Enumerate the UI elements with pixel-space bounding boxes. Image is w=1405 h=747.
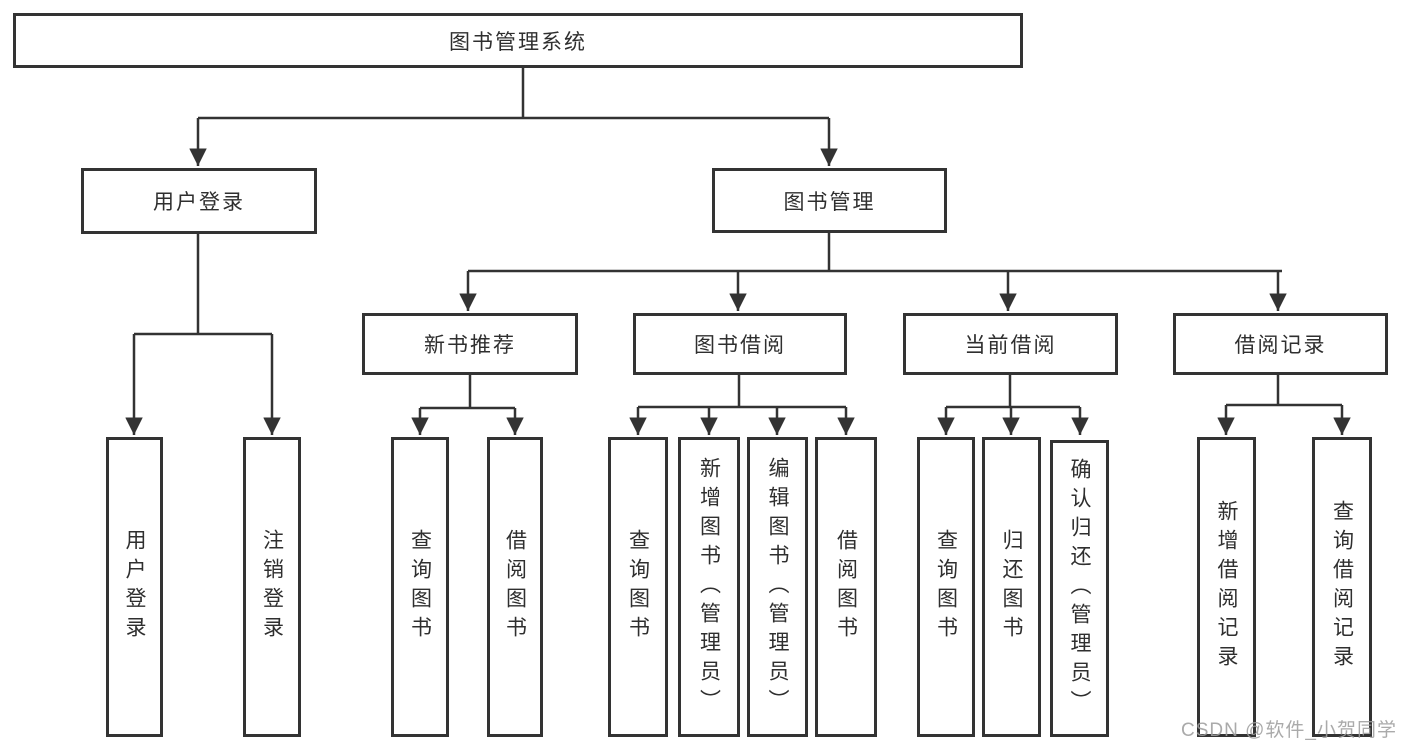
node-confirm-return-admin: 确认归还（管理员） [1050,440,1109,737]
node-logout-leaf: 注销登录 [243,437,301,737]
node-query-books-3: 查询图书 [917,437,975,737]
node-root: 图书管理系统 [13,13,1023,68]
node-query-borrow-record: 查询借阅记录 [1312,437,1372,737]
node-root-label: 图书管理系统 [449,30,587,54]
node-add-borrow-record-label: 新增借阅记录 [1215,500,1238,674]
node-return-books-label: 归还图书 [1000,529,1023,645]
node-borrow-books-1: 借阅图书 [487,437,543,737]
node-user-login-leaf: 用户登录 [106,437,163,737]
node-query-books-1-label: 查询图书 [408,529,432,645]
node-query-books-3-label: 查询图书 [934,529,958,645]
tree-connectors [125,68,1351,435]
node-borrow-books-2-label: 借阅图书 [834,529,858,645]
node-return-books: 归还图书 [982,437,1041,737]
node-book-borrow: 图书借阅 [633,313,847,375]
node-user-login-label: 用户登录 [153,191,245,214]
node-current-borrow: 当前借阅 [903,313,1118,375]
node-add-books-admin-label: 新增图书（管理员） [697,456,721,718]
node-user-login: 用户登录 [81,168,317,234]
node-query-books-1: 查询图书 [391,437,449,737]
node-edit-books-admin: 编辑图书（管理员） [747,437,808,737]
node-book-borrow-label: 图书借阅 [694,334,786,357]
node-borrow-books-1-label: 借阅图书 [503,529,527,645]
node-add-books-admin: 新增图书（管理员） [678,437,740,737]
node-query-books-2: 查询图书 [608,437,668,737]
node-new-book-recommend: 新书推荐 [362,313,578,375]
node-book-mgmt: 图书管理 [712,168,947,233]
node-logout-leaf-label: 注销登录 [260,529,284,645]
node-query-books-2-label: 查询图书 [626,529,650,645]
node-new-book-recommend-label: 新书推荐 [424,334,516,357]
node-borrow-records-label: 借阅记录 [1234,334,1327,357]
watermark: CSDN @软件_小贺同学 [1181,720,1397,741]
node-current-borrow-label: 当前借阅 [964,334,1057,357]
node-book-mgmt-label: 图书管理 [783,190,876,214]
node-user-login-leaf-label: 用户登录 [123,529,146,645]
node-borrow-records: 借阅记录 [1173,313,1388,375]
node-edit-books-admin-label: 编辑图书（管理员） [766,456,789,718]
node-borrow-books-2: 借阅图书 [815,437,877,737]
node-add-borrow-record: 新增借阅记录 [1197,437,1256,737]
node-confirm-return-admin-label: 确认归还（管理员） [1068,458,1091,719]
node-query-borrow-record-label: 查询借阅记录 [1330,500,1354,674]
